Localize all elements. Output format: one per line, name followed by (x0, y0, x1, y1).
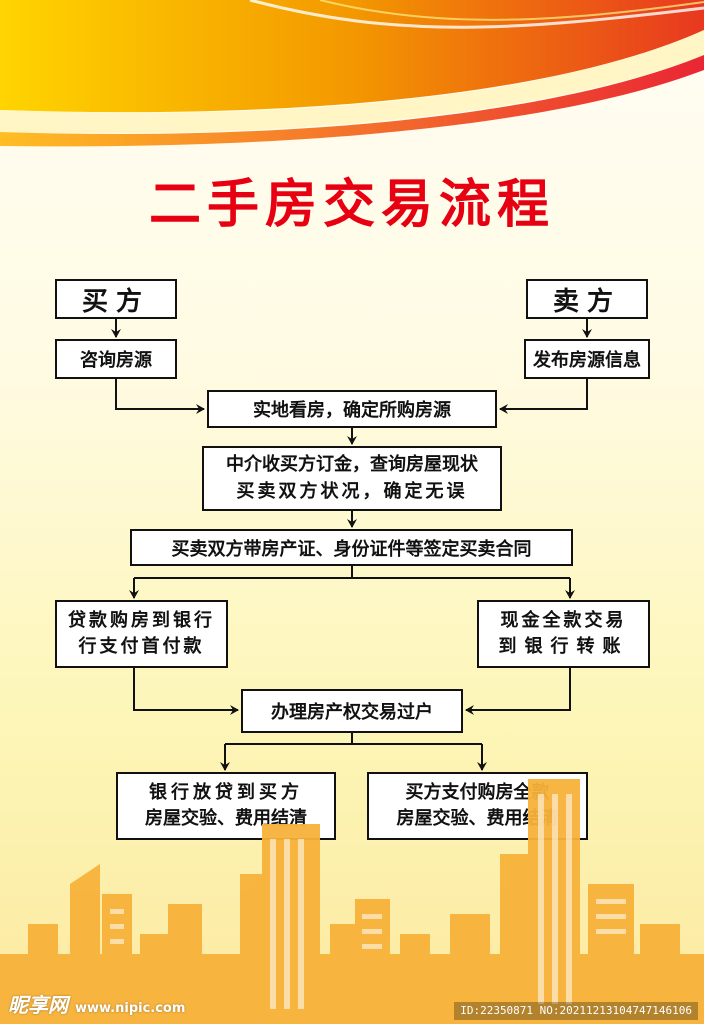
publish-listing-node: 发布房源信息 (524, 339, 650, 379)
ownership-transfer-node: 办理房产权交易过户 (241, 689, 463, 733)
consult-listings-node: 咨询房源 (55, 339, 177, 379)
buyer-node: 买方 (55, 279, 177, 319)
seller-node: 卖方 (526, 279, 648, 319)
top-swoosh-banner (0, 0, 704, 147)
watermark-logo: 昵享网 www.nipic.com (8, 993, 186, 1017)
loan-purchase-node: 贷款购房到银行 行支付首付款 (55, 600, 228, 668)
deposit-check-node: 中介收买方订金，查询房屋现状 买卖双方状况，确定无误 (202, 446, 502, 511)
page-title: 二手房交易流程 (148, 175, 555, 235)
cash-purchase-node: 现金全款交易 到银行转账 (477, 600, 650, 668)
site-visit-node: 实地看房，确定所购房源 (207, 390, 497, 428)
image-id-stamp: ID:22350871 NO:20211213104747146106 (454, 1002, 698, 1020)
sign-contract-node: 买卖双方带房产证、身份证件等签定买卖合同 (130, 529, 573, 566)
city-skyline-illustration (0, 779, 704, 1024)
